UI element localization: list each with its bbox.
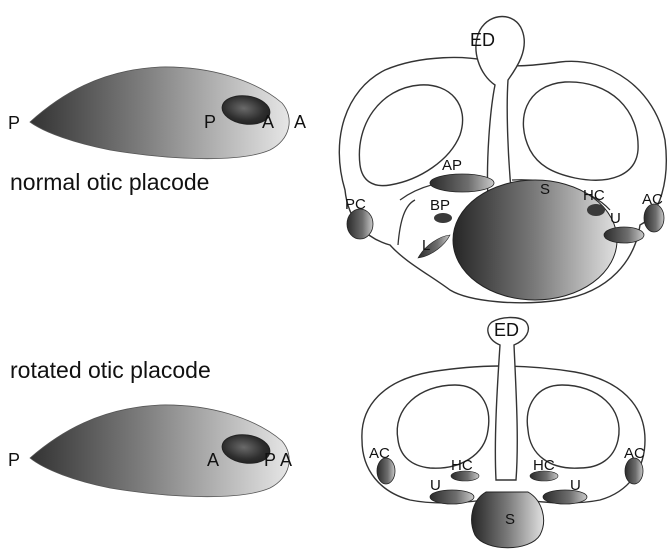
rotated-ear-U-right-label: U xyxy=(570,477,581,494)
normal-ear-PC-patch xyxy=(347,209,373,239)
rotated-placode-right-label: A xyxy=(280,450,292,470)
normal-ear-BP-label: BP xyxy=(430,197,450,214)
caption-normal: normal otic placode xyxy=(10,169,209,195)
normal-placode-right-label: A xyxy=(294,112,306,132)
normal-ear-AP-label: AP xyxy=(442,157,462,174)
normal-placode: P P A A xyxy=(8,67,306,159)
caption-rotated: rotated otic placode xyxy=(10,357,211,383)
rotated-ear-S-label: S xyxy=(505,511,515,528)
rotated-placode: P A P A xyxy=(8,405,292,497)
normal-ear-L-label: L xyxy=(422,237,430,254)
normal-ear-U-label: U xyxy=(610,210,621,227)
rotated-placode-left-label: P xyxy=(8,450,20,470)
normal-placode-inner-left-label: P xyxy=(204,112,216,132)
normal-ear-HC-patch xyxy=(587,204,605,216)
rotated-placode-inner-right-label: P xyxy=(264,450,276,470)
normal-ear-AC-patch xyxy=(644,204,664,232)
normal-ear-AP-patch xyxy=(430,174,494,192)
normal-placode-inner-right-label: A xyxy=(262,112,274,132)
rotated-ear-diagram: ED AC HC U S HC U AC xyxy=(362,318,645,548)
rotated-ear-AC-left-label: AC xyxy=(369,445,390,462)
normal-ear-AC-label: AC xyxy=(642,191,663,208)
normal-ear-ED-label: ED xyxy=(470,30,495,50)
rotated-ear-HC-right-label: HC xyxy=(533,457,555,474)
normal-ear-U-patch xyxy=(604,227,644,243)
normal-ear-S-label: S xyxy=(540,181,550,198)
rotated-ear-HC-left-label: HC xyxy=(451,457,473,474)
rotated-placode-inner-left-label: A xyxy=(207,450,219,470)
normal-ear-PC-label: PC xyxy=(345,196,366,213)
normal-ear-diagram: ED AP PC BP S HC U AC L xyxy=(339,17,666,303)
rotated-ear-U-left-label: U xyxy=(430,477,441,494)
rotated-ear-ED-label: ED xyxy=(494,320,519,340)
normal-ear-BP-patch xyxy=(434,213,452,223)
rotated-ear-AC-right-label: AC xyxy=(624,445,645,462)
normal-ear-HC-label: HC xyxy=(583,187,605,204)
normal-placode-left-label: P xyxy=(8,113,20,133)
